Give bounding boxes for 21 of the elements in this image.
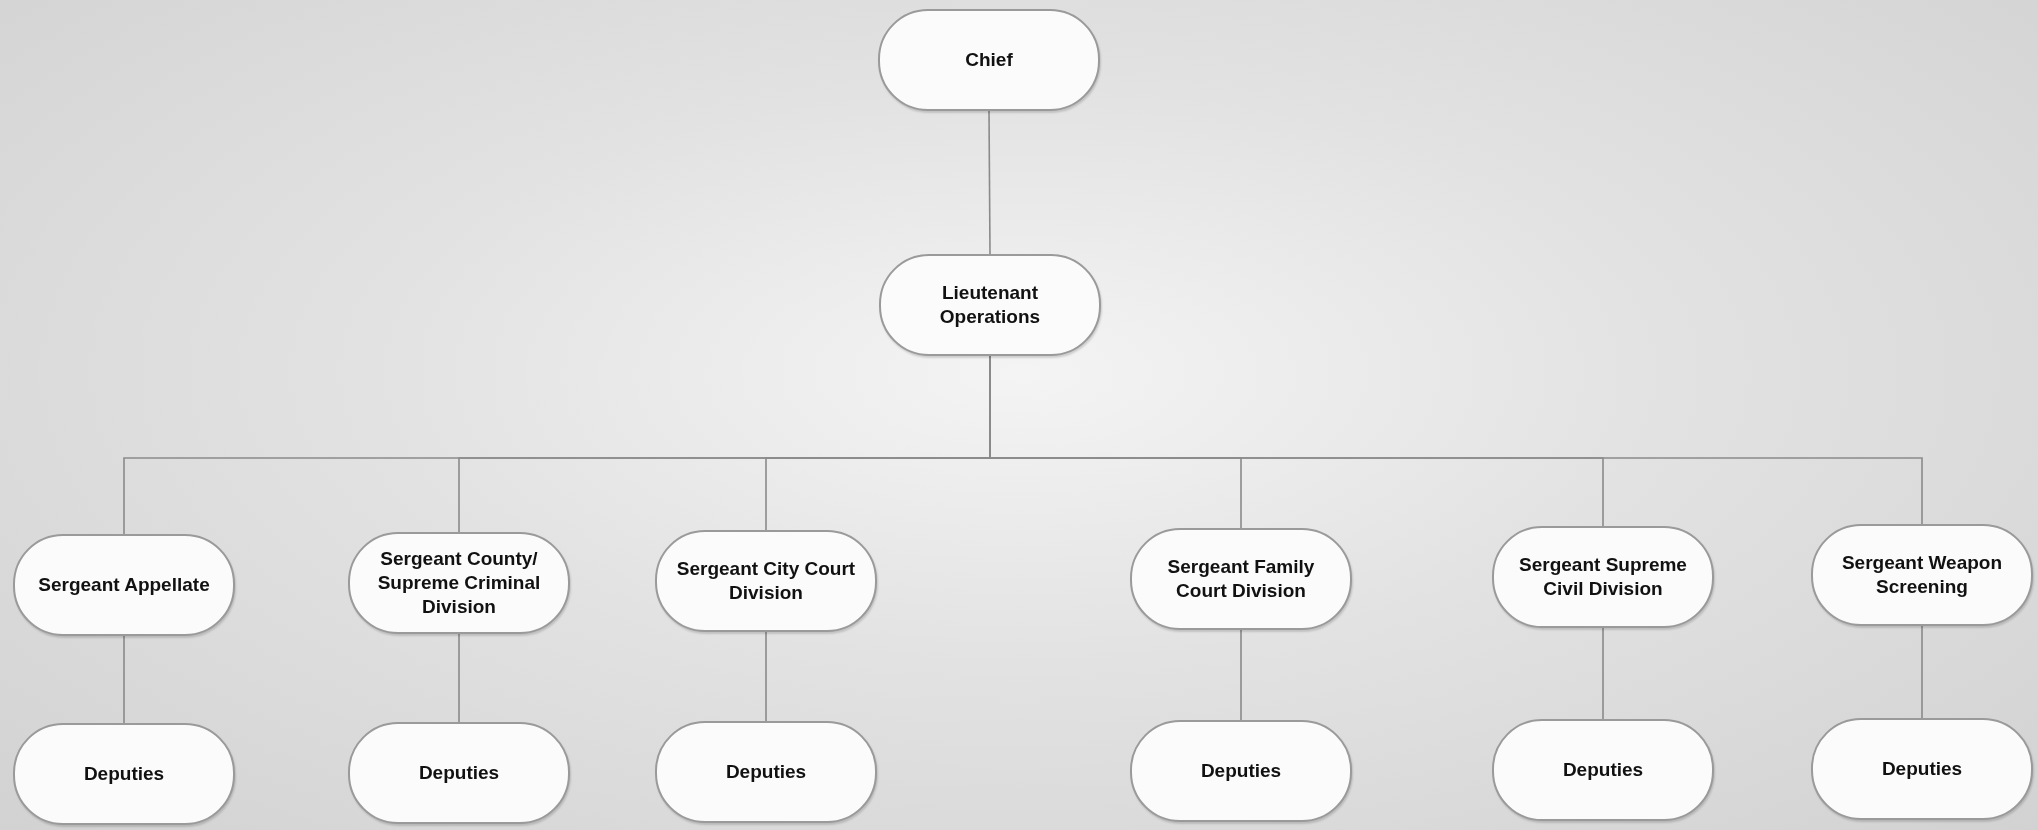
role-title: Deputies bbox=[83, 762, 165, 786]
connector-line bbox=[988, 110, 991, 255]
connector-line bbox=[458, 633, 460, 723]
role-title: Chief bbox=[965, 48, 1013, 72]
connector-line bbox=[1602, 627, 1604, 720]
connector-line bbox=[1240, 629, 1242, 721]
role-title: Deputies bbox=[1200, 759, 1282, 783]
role-title: Deputies bbox=[1562, 758, 1644, 782]
role-title: Lieutenant Operations bbox=[938, 281, 1042, 329]
role-title: Sergeant Appellate bbox=[38, 573, 210, 597]
connector-line bbox=[765, 631, 767, 722]
role-title: Sergeant County/ Supreme Criminal Division bbox=[376, 547, 542, 619]
role-title: Sergeant Family Court Division bbox=[1166, 555, 1316, 603]
role-title: Deputies bbox=[1881, 757, 1963, 781]
role-title: Sergeant Weapon Screening bbox=[1840, 551, 2004, 599]
role-title: Deputies bbox=[418, 761, 500, 785]
connector-line bbox=[1921, 625, 1923, 719]
role-title: Sergeant Supreme Civil Division bbox=[1518, 553, 1688, 601]
role-title: Deputies bbox=[725, 760, 807, 784]
role-title: Sergeant City Court Division bbox=[675, 557, 857, 605]
connector-line bbox=[123, 635, 125, 724]
